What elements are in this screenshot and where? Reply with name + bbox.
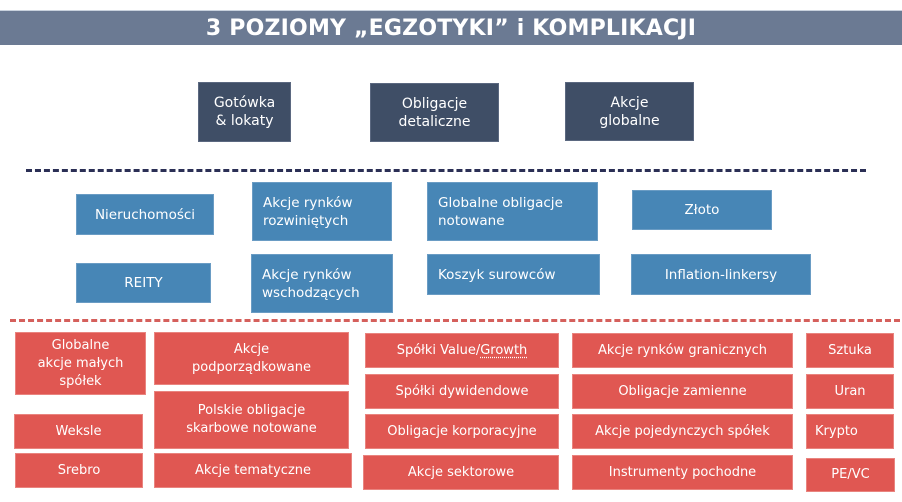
level1-cash-deposits: Gotówka & lokaty (198, 82, 291, 142)
value-growth-label-a: Spółki Value/ (396, 342, 481, 358)
level1-retail-bonds: Obligacje detaliczne (370, 83, 499, 142)
level3-pe-vc: PE/VC (806, 458, 895, 492)
level2-reits: REITY (76, 263, 211, 303)
level3-bills-of-exchange: Weksle (14, 414, 143, 449)
level3-art: Sztuka (806, 333, 894, 368)
page-title: 3 POZIOMY „EGZOTYKI” i KOMPLIKACJI (205, 15, 697, 41)
title-bar: 3 POZIOMY „EGZOTYKI” i KOMPLIKACJI (0, 10, 902, 45)
level3-sector-equities: Akcje sektorowe (363, 455, 559, 490)
level3-single-stocks: Akcje pojedynczych spółek (572, 414, 793, 449)
level3-derivatives: Instrumenty pochodne (572, 455, 793, 490)
value-growth-label-b: Growth (480, 342, 528, 358)
level3-frontier-markets: Akcje rynków granicznych (572, 333, 793, 368)
level3-crypto: Krypto (806, 414, 894, 449)
level1-global-equities: Akcje globalne (565, 82, 694, 141)
level2-developed-markets: Akcje rynków rozwiniętych (252, 182, 392, 241)
level3-global-small-caps: Globalne akcje małych spółek (15, 332, 146, 395)
level2-global-listed-bonds: Globalne obligacje notowane (427, 182, 598, 241)
level3-convertible-bonds: Obligacje zamienne (572, 374, 793, 409)
level3-uranium: Uran (806, 374, 894, 409)
level3-silver: Srebro (15, 453, 143, 488)
level3-value-growth-stocks: Spółki Value/Growth (365, 333, 559, 368)
level2-real-estate: Nieruchomości (76, 194, 214, 235)
level3-dividend-stocks: Spółki dywidendowe (365, 374, 559, 409)
level2-gold: Złoto (632, 190, 772, 230)
level3-polish-treasury-bonds: Polskie obligacje skarbowe notowane (154, 391, 349, 449)
level2-commodities-basket: Koszyk surowców (427, 254, 600, 295)
level2-emerging-markets: Akcje rynków wschodzących (251, 254, 393, 313)
divider-level2-level3 (10, 319, 900, 322)
level3-thematic-equities: Akcje tematyczne (154, 453, 352, 488)
level3-subordinated-equities: Akcje podporządkowane (154, 332, 349, 385)
level3-corporate-bonds: Obligacje korporacyjne (365, 414, 559, 449)
level2-inflation-linkers: Inflation-linkersy (631, 254, 811, 295)
divider-level1-level2 (26, 169, 866, 172)
